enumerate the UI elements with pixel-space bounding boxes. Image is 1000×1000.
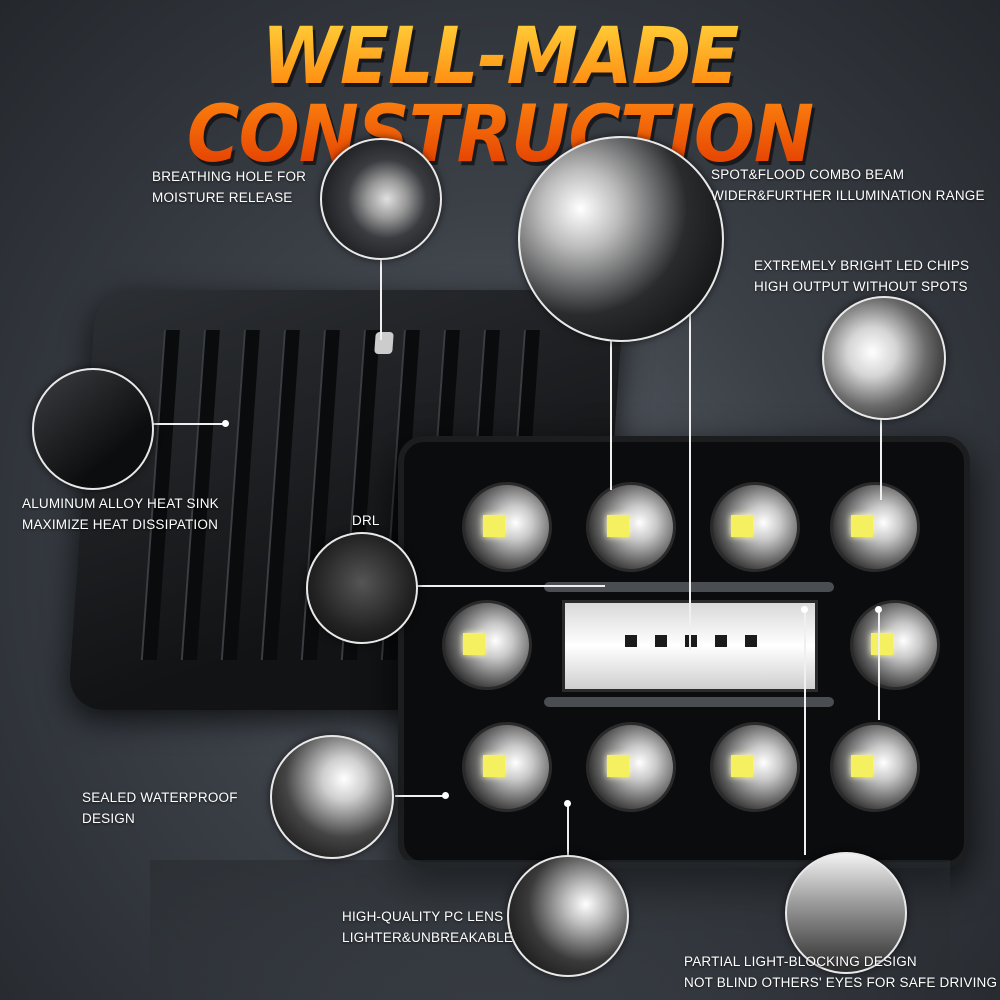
callout-line — [380, 250, 382, 340]
label-line: SPOT&FLOOD COMBO BEAM — [711, 167, 905, 182]
breathing-hole-label: BREATHING HOLE FOR MOISTURE RELEASE — [152, 166, 306, 208]
led-reflector — [462, 722, 552, 812]
led-chip — [483, 515, 505, 537]
label-line: MAXIMIZE HEAT DISSIPATION — [22, 517, 219, 532]
heat-sink-detail-circle — [32, 368, 154, 490]
led-chip — [607, 755, 629, 777]
led-chip — [851, 515, 873, 537]
label-line: HIGH OUTPUT WITHOUT SPOTS — [754, 279, 968, 294]
breathing-hole-detail-circle — [320, 138, 442, 260]
label-line: ALUMINUM ALLOY HEAT SINK — [22, 496, 219, 511]
led-reflector — [830, 482, 920, 572]
waterproof-detail-circle — [270, 735, 394, 859]
callout-line — [567, 805, 569, 865]
label-line: DRL — [352, 513, 380, 528]
led-chip — [483, 755, 505, 777]
led-chips-label: EXTREMELY BRIGHT LED CHIPS HIGH OUTPUT W… — [754, 255, 969, 297]
callout-line — [878, 610, 880, 720]
led-chip — [625, 635, 637, 647]
drl-detail-circle — [306, 532, 418, 644]
callout-line — [395, 795, 445, 797]
led-chip — [851, 755, 873, 777]
waterproof-label: SEALED WATERPROOF DESIGN — [82, 787, 238, 829]
label-line: BREATHING HOLE FOR — [152, 169, 307, 184]
light-blocking-detail-circle — [785, 852, 907, 974]
heat-sink-fin — [260, 330, 300, 660]
page-title: WELL-MADE CONSTRUCTION — [40, 18, 960, 174]
led-reflector — [586, 722, 676, 812]
spot-flood-label: SPOT&FLOOD COMBO BEAM WIDER&FURTHER ILLU… — [711, 164, 985, 206]
callout-dot — [222, 420, 229, 427]
led-chip — [463, 633, 485, 655]
label-line: PARTIAL LIGHT-BLOCKING DESIGN — [684, 954, 917, 969]
led-chip — [685, 635, 697, 647]
label-line: SEALED WATERPROOF — [82, 790, 238, 805]
label-line: MOISTURE RELEASE — [152, 190, 293, 205]
callout-dot — [442, 792, 449, 799]
led-reflector — [850, 600, 940, 690]
led-reflector — [830, 722, 920, 812]
led-chip — [655, 635, 667, 647]
led-chip — [731, 515, 753, 537]
led-chip — [715, 635, 727, 647]
led-reflector — [710, 482, 800, 572]
callout-dot — [564, 800, 571, 807]
label-line: EXTREMELY BRIGHT LED CHIPS — [754, 258, 970, 273]
callout-line — [150, 423, 226, 425]
led-chip — [871, 633, 893, 655]
callout-line — [610, 270, 612, 490]
pc-lens-label: HIGH-QUALITY PC LENS LIGHTER&UNBREAKABLE — [342, 906, 513, 948]
drl-label: DRL — [352, 510, 380, 531]
drl-strip — [544, 697, 834, 707]
led-chip-detail-circle — [822, 296, 946, 420]
led-reflector — [586, 482, 676, 572]
callout-dot — [801, 606, 808, 613]
label-line: NOT BLIND OTHERS' EYES FOR SAFE DRIVING — [684, 975, 998, 990]
label-line: WIDER&FURTHER ILLUMINATION RANGE — [711, 188, 985, 203]
breathing-hole-bolt — [374, 332, 394, 354]
led-reflector — [442, 600, 532, 690]
heat-sink-fin — [220, 330, 260, 660]
heat-sink-label: ALUMINUM ALLOY HEAT SINK MAXIMIZE HEAT D… — [22, 493, 219, 535]
callout-line — [410, 585, 605, 587]
led-reflector — [462, 482, 552, 572]
label-line: LIGHTER&UNBREAKABLE — [342, 930, 514, 945]
callout-line — [804, 610, 806, 855]
led-chip — [731, 755, 753, 777]
headlight-front — [398, 436, 970, 868]
callout-dot — [875, 606, 882, 613]
led-chip — [745, 635, 757, 647]
label-line: DESIGN — [82, 811, 135, 826]
callout-line — [689, 305, 691, 650]
label-line: HIGH-QUALITY PC LENS — [342, 909, 504, 924]
led-chip — [607, 515, 629, 537]
light-blocking-label: PARTIAL LIGHT-BLOCKING DESIGN NOT BLIND … — [684, 951, 997, 993]
spot-flood-detail-circle — [518, 136, 724, 342]
pc-lens-detail-circle — [507, 855, 629, 977]
led-reflector — [710, 722, 800, 812]
callout-line — [880, 410, 882, 500]
